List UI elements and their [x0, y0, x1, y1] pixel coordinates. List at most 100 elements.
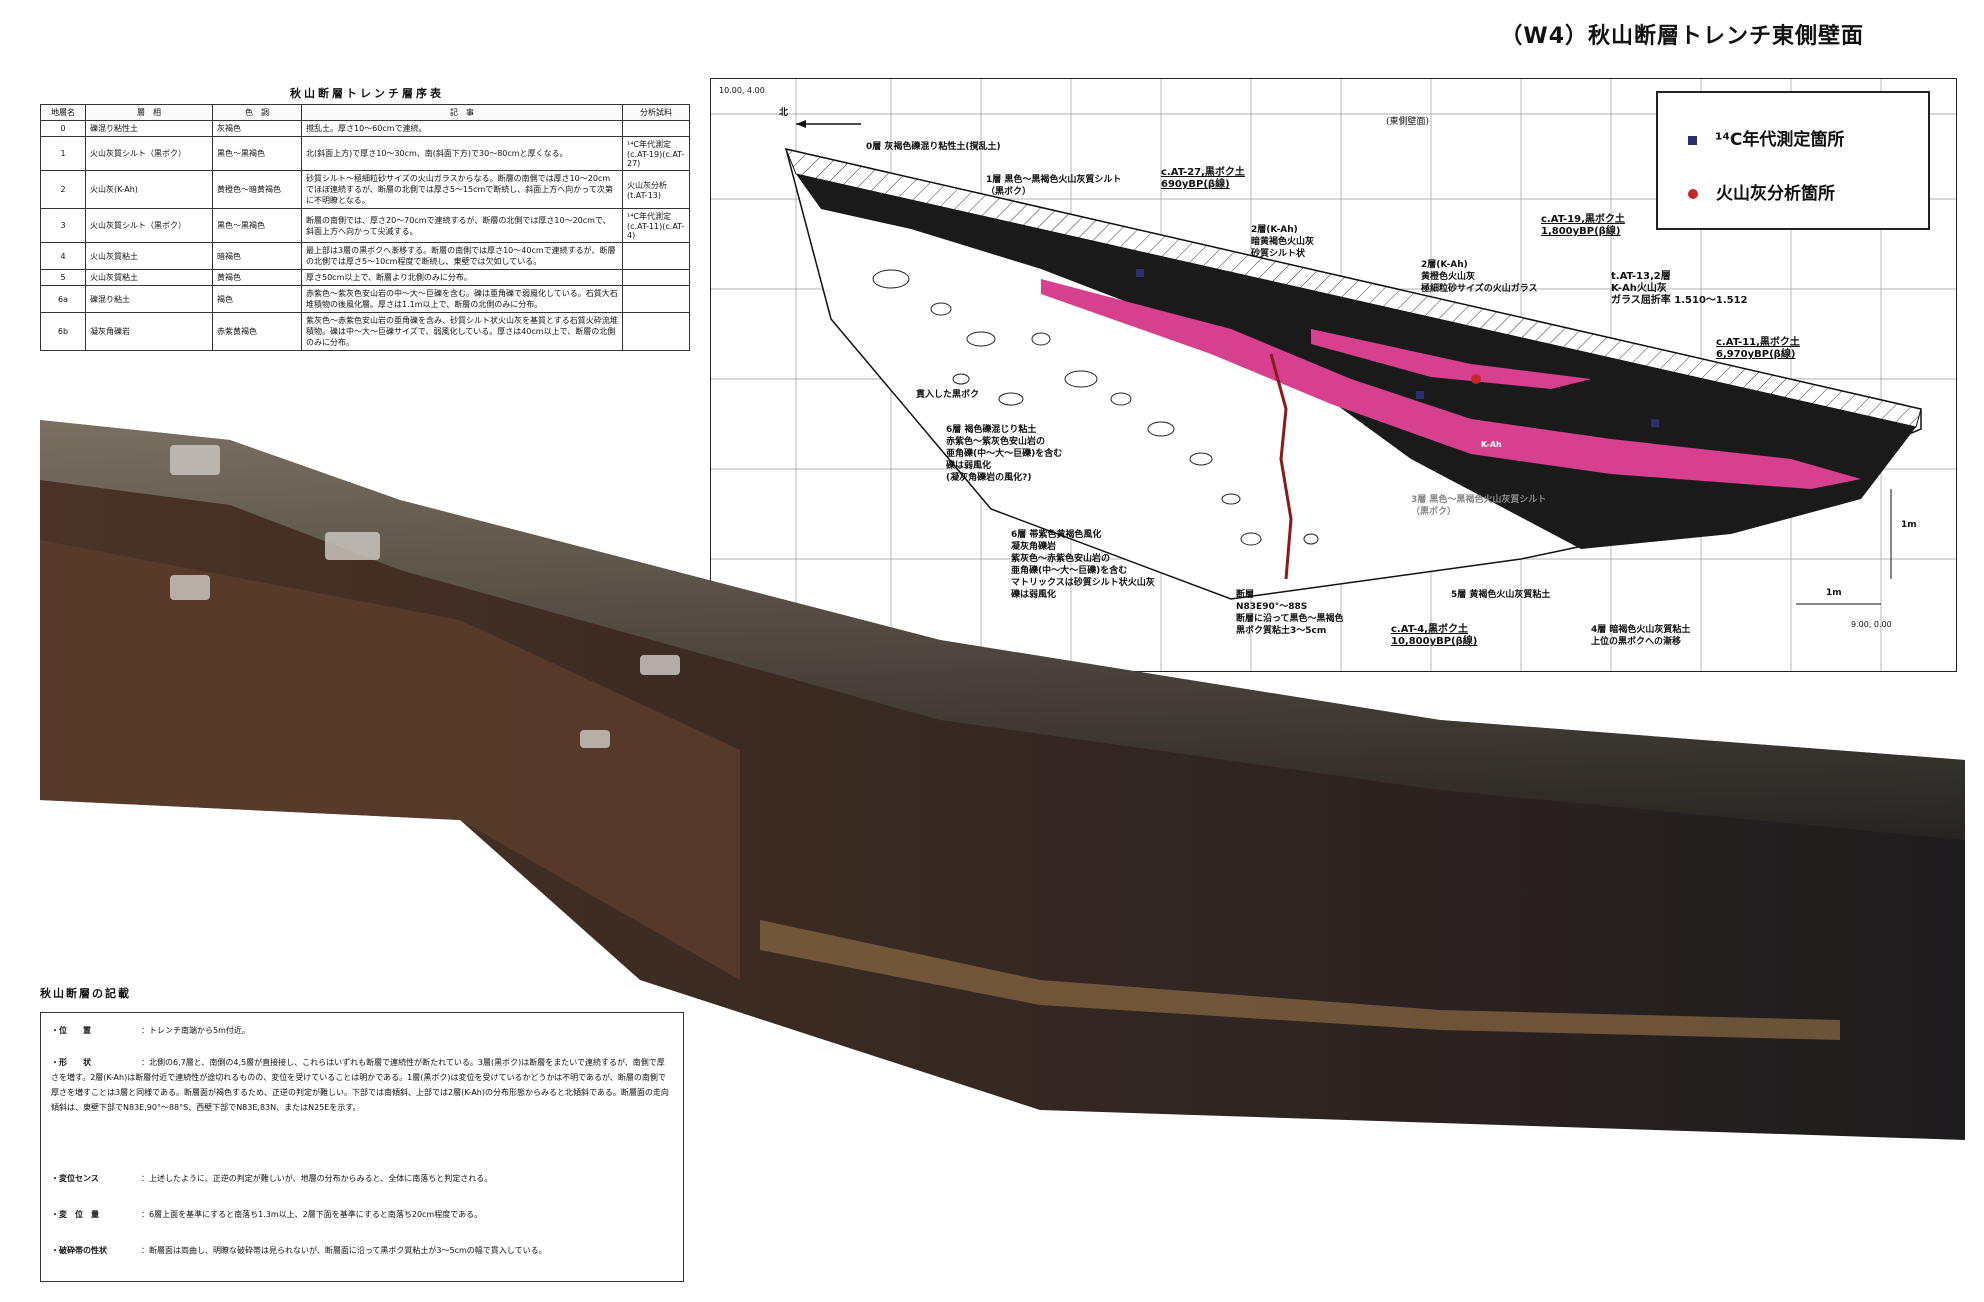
label-cat11: c.AT-11,黒ボク土 6,970yBP(β線) [1716, 337, 1800, 360]
desc-row: ・位 置 ：トレンチ南端から5m付近。 [51, 1023, 671, 1038]
strat-cell-sample [622, 120, 690, 137]
label-tat13: t.AT-13,2層 K-Ah火山灰 ガラス屈折率 1.510〜1.512 [1611, 271, 1748, 306]
label-layer-6a: 6層 褐色礫混じり粘土 赤紫色〜紫灰色安山岩の 亜角礫(中〜大〜巨礫)を含む 礫… [946, 425, 1063, 483]
photo-gravel [170, 445, 680, 748]
legend-c14: ¹⁴C年代測定箇所 [1688, 125, 1844, 150]
strat-cell-color: 褐色 [212, 285, 302, 313]
desc-text: ：6層上面を基準にすると南落ち1.3m以上、2層下面を基準にすると南落ち20cm… [141, 1210, 483, 1219]
strat-cell-facies: 火山灰質粘土 [85, 242, 213, 270]
strat-cell-note: 断層の南側では、厚さ20〜70cmで連続するが、断層の北側では厚さ10〜20cm… [301, 208, 623, 243]
label-layer-3: 3層 黒色〜黒褐色火山灰質シルト （黒ボク） [1411, 495, 1547, 517]
legend-tephra: 火山灰分析箇所 [1688, 179, 1835, 204]
strat-cell-note: 赤紫色〜紫灰色安山岩の中〜大〜巨礫を含む。礫は亜角礫で弱風化している。石質大石 … [301, 285, 626, 313]
desc-label: ・形 状 [51, 1058, 91, 1067]
strat-cell-facies: 凝灰角礫岩 [85, 312, 213, 351]
label-cat27: c.AT-27,黒ボク土 690yBP(β線) [1161, 167, 1245, 190]
legend-box: ¹⁴C年代測定箇所 火山灰分析箇所 [1656, 91, 1930, 230]
strat-cell-note: 砂質シルト〜極細粒砂サイズの火山ガラスからなる。断層の南側では厚さ10〜20cm… [301, 170, 623, 209]
strat-cell-facies: 火山灰質粘土 [85, 269, 213, 286]
strat-cell-sample [622, 242, 690, 270]
label-layer-1: 1層 黒色〜黒褐色火山灰質シルト （黒ボク） [986, 175, 1122, 197]
strat-cell-id: 0 [40, 120, 86, 137]
trench-photo-svg [40, 420, 1965, 1140]
strat-cell-sample: ¹⁴C年代測定(c.AT-19)(c.AT-27) [622, 136, 690, 171]
north-arrow-head [796, 120, 806, 128]
c14-marker [1136, 269, 1144, 277]
photo-topsoil [40, 420, 1965, 840]
strat-cell-color: 黄褐色 [212, 269, 302, 286]
strat-cell-sample [622, 285, 690, 313]
col-header: 地層名 [40, 104, 86, 121]
strat-cell-facies: 礫混り粘性土 [85, 120, 213, 137]
description-box: ・位 置 ：トレンチ南端から5m付近。 ・形 状：北側の6,7層と、南側の4,5層… [40, 1012, 684, 1282]
strat-cell-color: 黒色〜黒褐色 [212, 136, 302, 171]
description-title: 秋山断層の記載 [40, 987, 131, 1000]
strat-cell-id: 5 [40, 269, 86, 286]
col-header: 分析試料 [622, 104, 690, 121]
strat-cell-note: 最上部は3層の黒ボクへ漸移する。断層の南側では厚さ10〜40cmで連続するが、断… [301, 242, 623, 270]
strat-cell-sample: ¹⁴C年代測定(c.AT-11)(c.AT-4) [622, 208, 690, 243]
strat-cell-id: 2 [40, 170, 86, 209]
strat-cell-color: 灰褐色 [212, 120, 302, 137]
strat-cell-note: 厚さ50cm以上で、断層より北側のみに分布。 [301, 269, 623, 286]
strat-header-row: 地層名 層 相 色 調 記 事 分析試料 [40, 104, 690, 121]
strat-cell-sample: 火山灰分析(t.AT-13) [622, 170, 690, 209]
trench-photo [40, 420, 1965, 1165]
scale-1m-horizontal: 1m [1826, 588, 1842, 598]
strat-cell-id: 1 [40, 136, 86, 171]
tephra-marker [1471, 374, 1481, 384]
trench-diagram: 10.00, 4.00 9.00, 0.00 北 (東側壁面) 1m 1m 0層… [710, 78, 1957, 672]
trench-section-svg [711, 79, 1956, 671]
kah-band-upper [1311, 329, 1591, 389]
label-cat4: c.AT-4,黒ボク土 10,800yBP(β線) [1391, 624, 1478, 647]
strat-cell-color: 黄橙色〜暗黄褐色 [212, 170, 302, 209]
col-header: 層 相 [85, 104, 213, 121]
desc-label: ・変位センス [51, 1174, 99, 1183]
photo-tephra-band [760, 920, 1840, 1040]
strat-cell-note: 紫灰色〜赤紫色安山岩の亜角礫を含み、砂質シルト状火山灰を基質とする石質火砕流堆積… [301, 312, 623, 351]
label-cat19: c.AT-19,黒ボク土 1,800yBP(β線) [1541, 214, 1625, 237]
strat-cell-id: 6b [40, 312, 86, 351]
label-layer-0: 0層 灰褐色礫混り粘性土(撹乱土) [866, 142, 1001, 152]
c14-marker [1651, 419, 1659, 427]
desc-text: ：断層面は両曲し、明瞭な破砕帯は見られないが、断層面に沿って黒ボク質粘土が3〜5… [141, 1246, 547, 1255]
coord-bottom-right: 9.00, 0.00 [1851, 620, 1892, 629]
desc-text: ：トレンチ南端から5m付近。 [141, 1026, 250, 1035]
strat-cell-id: 3 [40, 208, 86, 243]
strat-cell-sample [622, 269, 690, 286]
label-fault: 断層 N83E90°〜88S 断層に沿って黒色〜黒褐色 黒ボク質粘土3〜5cm [1236, 590, 1344, 636]
strat-cell-facies: 礫混り粘土 [85, 285, 213, 313]
strat-cell-color: 黒色〜黒褐色 [212, 208, 302, 243]
page-title: （W4）秋山断層トレンチ東側壁面 [1500, 24, 1864, 49]
c14-marker [1416, 391, 1424, 399]
desc-text: ：北側の6,7層と、南側の4,5層が直接接し、これらはいずれも断層で連続性が断た… [51, 1058, 669, 1112]
scale-1m-vertical: 1m [1901, 520, 1917, 530]
label-layer-4: 4層 暗褐色火山灰質粘土 上位の黒ボクへの漸移 [1591, 625, 1691, 647]
desc-label: ・破砕帯の性状 [51, 1246, 107, 1255]
label-layer-5: 5層 黄褐色火山灰質粘土 [1451, 590, 1551, 600]
desc-row: ・変位センス ：上述したように、正逆の判定が難しいが、地層の分布からみると、全体に… [51, 1171, 671, 1186]
wall-label: (東側壁面) [1386, 117, 1430, 127]
label-layer-2b: 2層(K-Ah) 黄橙色火山灰 極細粒砂サイズの火山ガラス [1421, 260, 1538, 294]
square-icon [1688, 135, 1697, 145]
strat-cell-facies: 火山灰(K-Ah) [85, 170, 213, 209]
label-layer-2a: 2層(K-Ah) 暗黄褐色火山灰 砂質シルト状 [1251, 225, 1315, 259]
fault-line [1269, 353, 1293, 580]
desc-text: ：上述したように、正逆の判定が難しいが、地層の分布からみると、全体に南落ちと判定… [141, 1174, 493, 1183]
strat-cell-color: 赤紫黄褐色 [212, 312, 302, 351]
label-layer-6b: 6層 帯紫色黄褐色風化 凝灰角礫岩 紫灰色〜赤紫色安山岩の 亜角礫(中〜大〜巨礫… [1011, 530, 1155, 600]
coord-top-left: 10.00, 4.00 [719, 86, 765, 95]
strat-cell-facies: 火山灰質シルト（黒ボク） [85, 136, 213, 171]
desc-label: ・位 置 [51, 1026, 91, 1035]
north-label: 北 [779, 108, 789, 118]
label-intrude: 貫入した黒ボク [916, 390, 980, 400]
strat-cell-id: 4 [40, 242, 86, 270]
strat-table-title: 秋山断層トレンチ層序表 [290, 87, 444, 100]
strat-cell-sample [622, 312, 690, 351]
